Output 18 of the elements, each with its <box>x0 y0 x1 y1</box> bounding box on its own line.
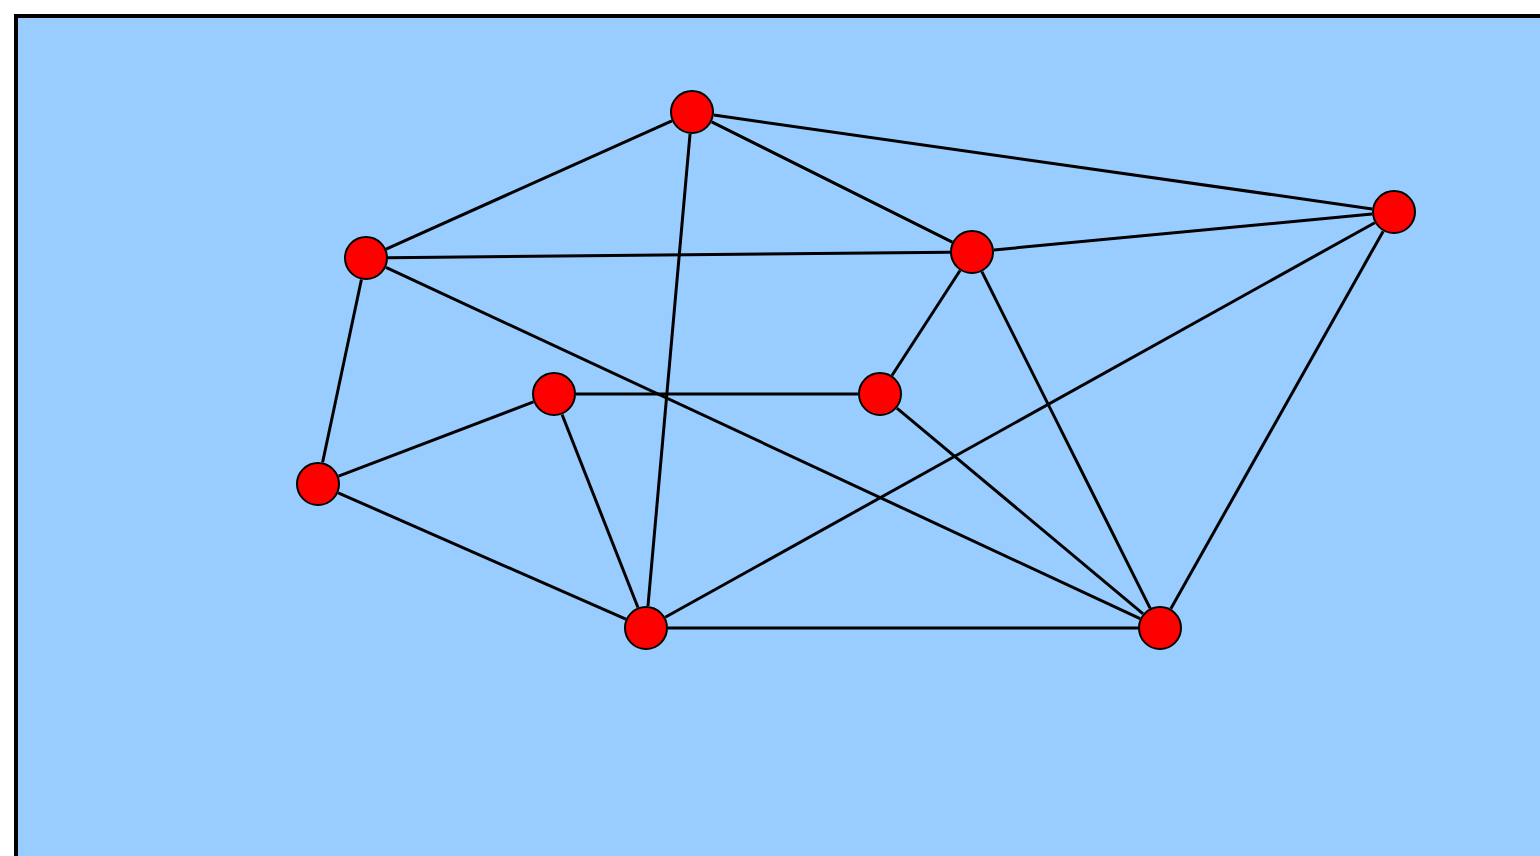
connector-line <box>664 221 1376 619</box>
connector-line <box>576 392 858 396</box>
connector-line <box>385 119 673 251</box>
connector-line <box>711 120 953 244</box>
connector-line <box>321 279 363 463</box>
connector-line <box>388 250 950 260</box>
connector-line <box>895 406 1145 616</box>
connector-line <box>980 271 1152 609</box>
connector-line <box>385 265 1141 621</box>
connector-line <box>560 413 640 609</box>
connector-line <box>713 113 1373 211</box>
connector-line <box>338 400 534 478</box>
connector-line <box>337 491 627 621</box>
connector-line <box>668 626 1138 630</box>
connector-line <box>993 212 1373 252</box>
connector-line <box>890 269 962 377</box>
connector-line <box>646 133 692 607</box>
connector-line <box>1169 230 1385 610</box>
